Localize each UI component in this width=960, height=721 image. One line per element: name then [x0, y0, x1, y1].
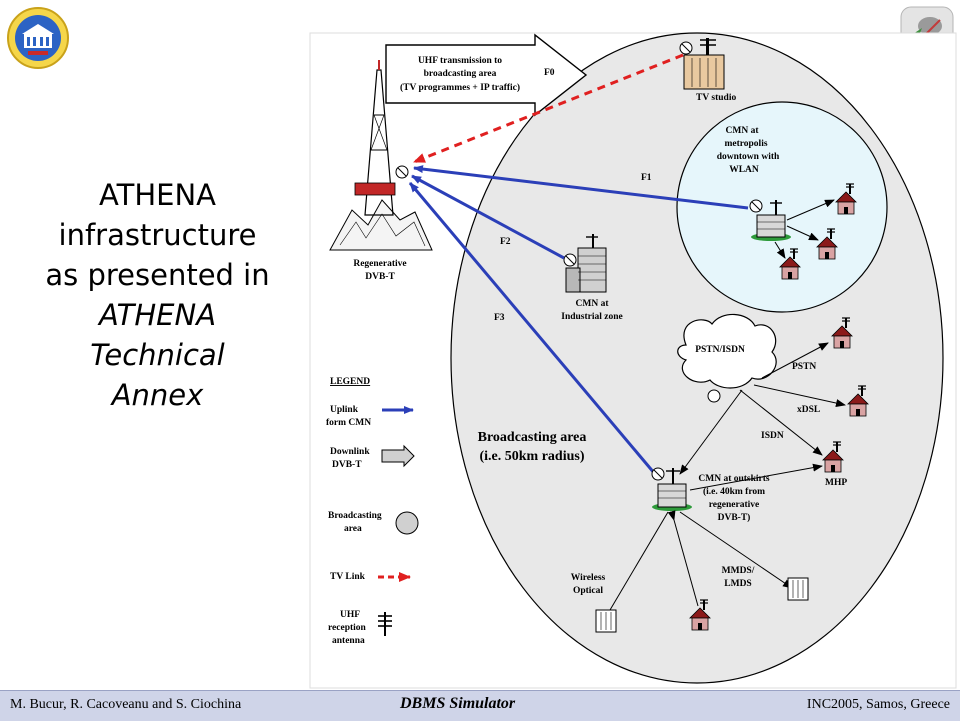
- f1-label: F1: [641, 173, 652, 183]
- uhf-box-text: UHF transmission to: [418, 56, 502, 66]
- footer-title: DBMS Simulator: [400, 695, 516, 712]
- wlan-link: [774, 241, 786, 259]
- isdn-link: [739, 389, 823, 456]
- mmds-building-icon: [787, 577, 809, 601]
- metropolis-zone-circle: [676, 101, 888, 313]
- metro-cmn-label: WLAN: [729, 165, 759, 175]
- regenerative-label: Regenerative: [353, 259, 406, 269]
- legend-tvlink-label: TV Link: [330, 572, 366, 582]
- phone-icon: [707, 389, 721, 403]
- mmds-house-link: [667, 510, 699, 607]
- mmds-lmds-link: [679, 511, 793, 589]
- metro-cmn-label: metropolis: [724, 139, 767, 149]
- industrial-cmn-building-icon: [563, 234, 607, 293]
- legend-uhf-label: reception: [328, 623, 367, 633]
- xdsl-label: xDSL: [797, 405, 820, 415]
- footer-authors: M. Bucur, R. Cacoveanu and S. Ciochina: [10, 697, 242, 712]
- legend-downlink-label: DVB-T: [332, 460, 362, 470]
- footer-conference: INC2005, Samos, Greece: [806, 697, 950, 712]
- wlan-link: [786, 199, 835, 221]
- mhp-link: [689, 463, 823, 491]
- pstn-isdn-label: PSTN/ISDN: [695, 345, 745, 355]
- f3-uplink: [408, 182, 657, 475]
- legend-title: LEGEND: [330, 377, 370, 387]
- f0-label: F0: [544, 68, 555, 78]
- footer-bar: M. Bucur, R. Cacoveanu and S. Ciochina D…: [0, 690, 960, 721]
- uhf-box-text: (TV programmes + IP traffic): [400, 82, 520, 93]
- uhf-transmission-arrow: [385, 33, 588, 117]
- legend-antenna-icon: [378, 612, 392, 636]
- title-line: as presented in: [45, 258, 270, 293]
- industrial-cmn-label: Industrial zone: [561, 312, 623, 322]
- f3-label: F3: [494, 313, 505, 323]
- dvbt-tower-icon: [329, 60, 433, 251]
- legend-downlink-label: Downlink: [330, 447, 370, 457]
- xdsl-link: [753, 384, 846, 407]
- uhf-box-text: broadcasting area: [424, 69, 497, 79]
- industrial-cmn-label: CMN at: [576, 299, 610, 309]
- pstn-link: [761, 342, 829, 379]
- mmds-lmds-label: LMDS: [724, 579, 751, 589]
- outskirts-cmn-label: CMN at outskirts: [698, 474, 770, 484]
- legend-broadcast-label: area: [344, 524, 362, 534]
- legend-uplink-label: form CMN: [326, 418, 371, 428]
- wireless-optical-link: [609, 511, 669, 611]
- title-line: Technical: [90, 338, 225, 373]
- metro-cmn-building-icon: [749, 199, 791, 241]
- wireless-optical-label: Optical: [573, 586, 603, 596]
- metro-cmn-label: CMN at: [726, 126, 760, 136]
- f1-uplink: [413, 165, 749, 210]
- cloud-to-outskirts-link: [679, 389, 743, 475]
- university-seal-logo: [7, 7, 69, 69]
- pstn-isdn-cloud: [677, 313, 777, 389]
- metro-cmn-label: downtown with: [717, 152, 780, 162]
- broadcasting-area-label: (i.e. 50km radius): [480, 449, 585, 464]
- legend-uhf-label: UHF: [340, 610, 360, 620]
- pstn-label: PSTN: [792, 362, 816, 372]
- tv-studio-building-icon: [679, 38, 725, 90]
- mmds-lmds-label: MMDS/: [722, 566, 755, 576]
- isdn-label: ISDN: [761, 431, 784, 441]
- outskirts-cmn-label: regenerative: [709, 500, 759, 510]
- tv-link-dashed: [413, 53, 684, 164]
- wlan-link: [786, 225, 819, 241]
- legend-broadcast-label: Broadcasting: [328, 511, 382, 521]
- broadcasting-area-label: Broadcasting area: [478, 430, 587, 445]
- regenerative-label: DVB-T: [365, 272, 395, 282]
- legend-uhf-label: antenna: [332, 636, 365, 646]
- outskirts-cmn-building-icon: [651, 467, 692, 511]
- wireless-building-icon: [595, 609, 617, 633]
- outskirts-cmn-label: DVB-T): [718, 512, 751, 523]
- title-line: infrastructure: [58, 218, 257, 253]
- f2-uplink: [411, 174, 565, 260]
- wireless-optical-label: Wireless: [571, 573, 606, 583]
- title-line: Annex: [111, 378, 204, 413]
- athena-infrastructure-diagram: UHF transmission to broadcasting area (T…: [309, 32, 957, 689]
- legend-uplink-label: Uplink: [330, 405, 359, 415]
- outskirts-cmn-label: (i.e. 40km from: [703, 486, 765, 497]
- mhp-label: MHP: [825, 478, 847, 488]
- title-line: ATHENA: [98, 298, 217, 333]
- legend-broadcast-circle: [395, 511, 419, 535]
- title-line: ATHENA: [99, 178, 216, 212]
- slide-title: ATHENA infrastructure as presented in AT…: [20, 175, 295, 415]
- f2-label: F2: [500, 237, 511, 247]
- tv-studio-label: TV studio: [696, 93, 736, 103]
- legend-downlink-arrow: [381, 444, 415, 468]
